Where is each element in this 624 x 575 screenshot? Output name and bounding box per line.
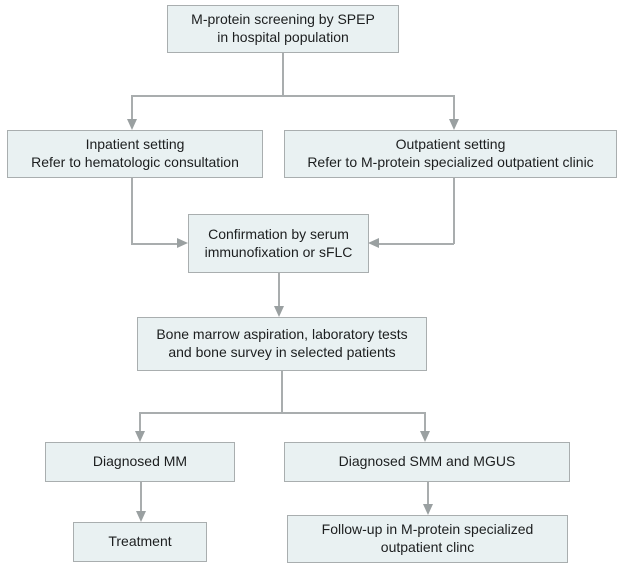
arrowhead-down-mm — [135, 431, 145, 442]
connector-to-inpatient — [131, 95, 133, 120]
node-followup: Follow-up in M-protein specialized outpa… — [287, 515, 568, 563]
connector-to-outpatient — [453, 95, 455, 120]
connector-confirmation-stem — [278, 273, 280, 306]
connector-inpatient-stem — [131, 178, 133, 244]
connector-smm-stem — [427, 482, 429, 504]
node-diagnosed-smm-mgus: Diagnosed SMM and MGUS — [284, 442, 570, 482]
node-screening: M-protein screening by SPEP in hospital … — [167, 5, 399, 53]
arrowhead-down-treatment — [136, 511, 146, 522]
connector-workup-branch — [139, 412, 425, 414]
connector-outpatient-elbow — [379, 243, 454, 245]
arrowhead-down-smm — [420, 431, 430, 442]
connector-inpatient-elbow — [131, 243, 177, 245]
node-inpatient-setting: Inpatient setting Refer to hematologic c… — [7, 130, 263, 178]
connector-to-smm — [424, 412, 426, 431]
arrowhead-down-outpatient — [449, 119, 459, 130]
arrowhead-left-confirmation — [368, 238, 379, 248]
connector-screening-stem — [282, 53, 284, 96]
connector-screening-branch — [131, 95, 454, 97]
node-treatment: Treatment — [73, 522, 207, 562]
arrowhead-down-workup — [274, 306, 284, 317]
arrowhead-right-confirmation — [177, 238, 188, 248]
node-confirmation: Confirmation by serum immunofixation or … — [188, 214, 369, 273]
connector-workup-stem — [281, 371, 283, 413]
node-bone-marrow-workup: Bone marrow aspiration, laboratory tests… — [137, 317, 427, 371]
connector-mm-stem — [140, 482, 142, 511]
node-diagnosed-mm: Diagnosed MM — [45, 442, 235, 482]
connector-outpatient-stem — [453, 178, 455, 244]
connector-to-mm — [139, 412, 141, 431]
arrowhead-down-inpatient — [127, 119, 137, 130]
node-outpatient-setting: Outpatient setting Refer to M-protein sp… — [284, 130, 617, 178]
arrowhead-down-followup — [423, 504, 433, 515]
